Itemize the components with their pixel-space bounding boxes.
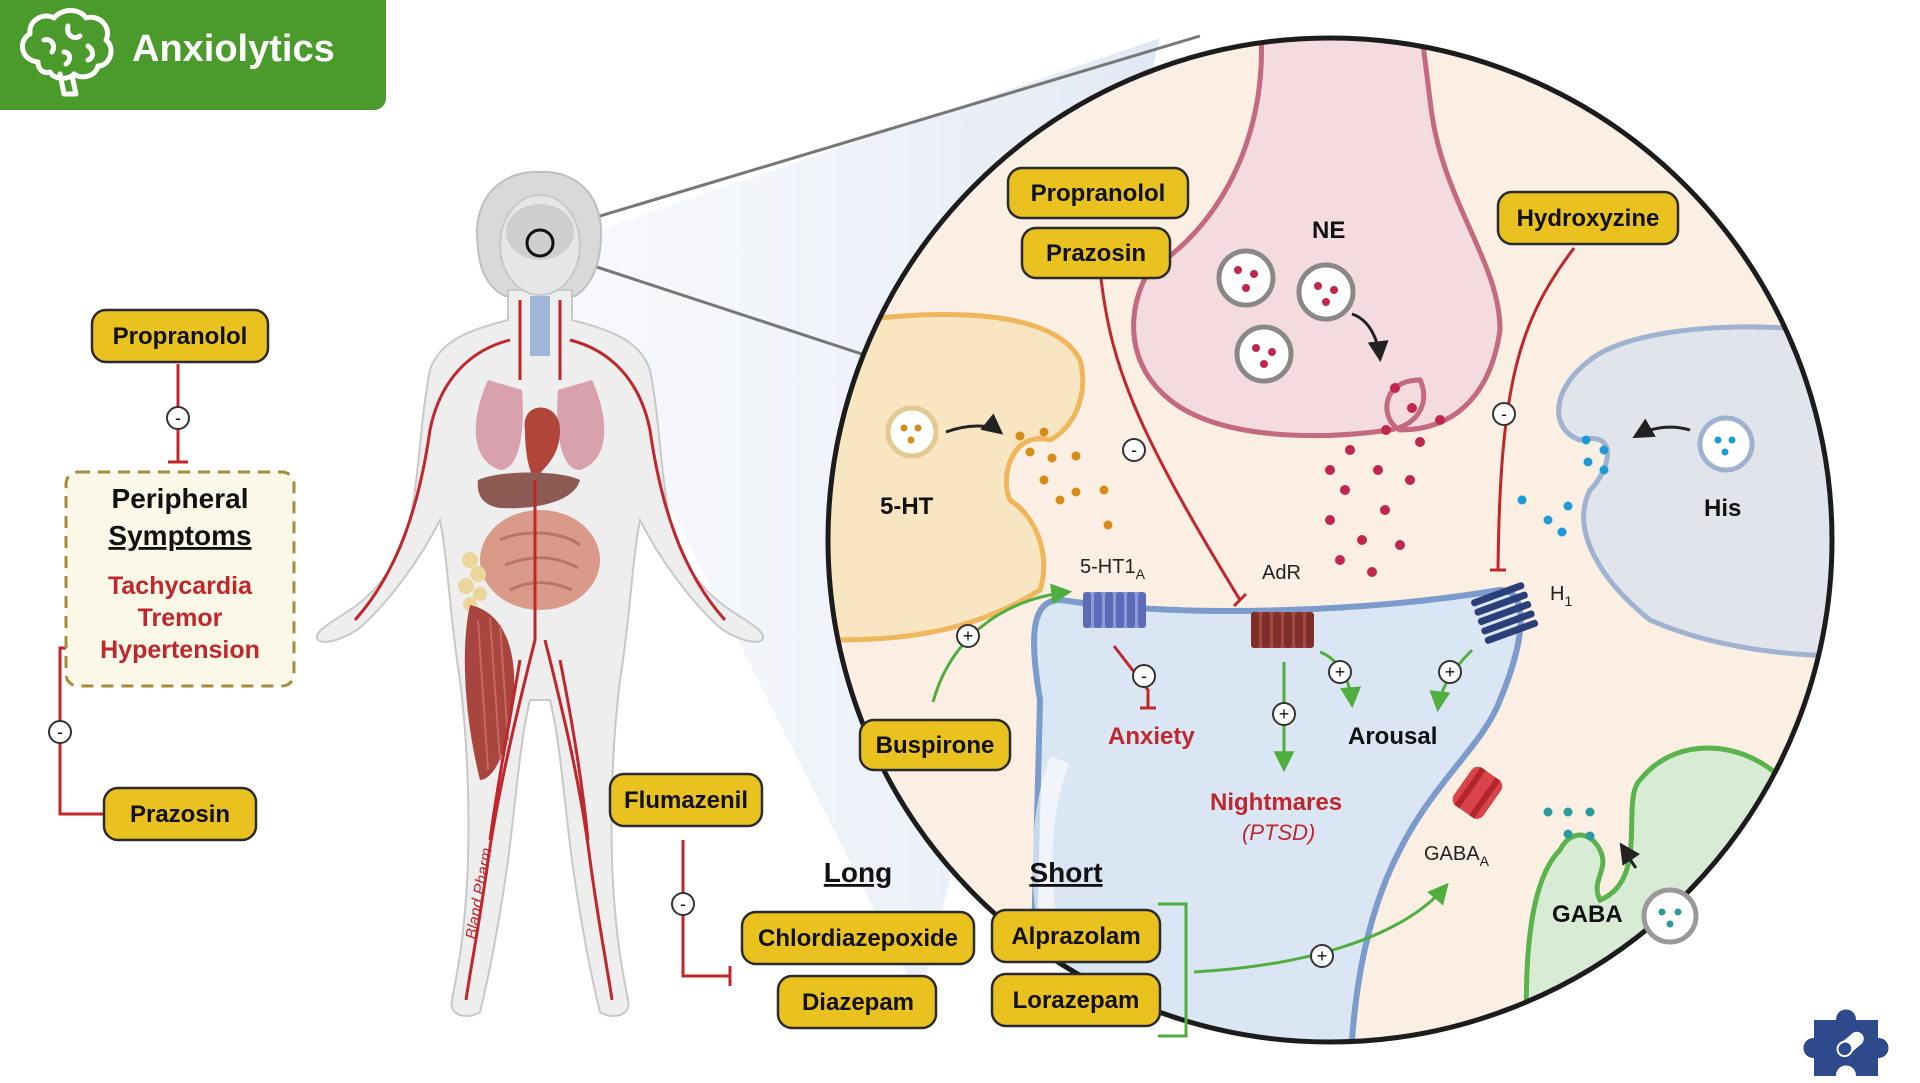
svg-text:GABAA: GABAA bbox=[1424, 843, 1490, 869]
ht1a-label: 5-HT1 bbox=[1080, 556, 1136, 578]
human-body-figure: Bland Pharm bbox=[315, 170, 765, 1017]
zoom-target-circle bbox=[525, 228, 555, 258]
inhibition-lines bbox=[1098, 247, 1576, 710]
gabaa-label: GABA bbox=[1424, 843, 1480, 865]
flumazenil-inhibition bbox=[681, 840, 732, 986]
minus-badge: - bbox=[671, 892, 695, 916]
svg-text:Prazosin: Prazosin bbox=[130, 801, 230, 828]
gabaa-sub: A bbox=[1480, 853, 1490, 869]
zoom-line-top bbox=[539, 34, 1201, 236]
svg-text:Prazosin: Prazosin bbox=[1046, 240, 1146, 267]
minus-badge: - bbox=[1122, 438, 1146, 462]
drug-chlordiazepoxide: Chlordiazepoxide bbox=[740, 910, 976, 966]
drug-lorazepam: Lorazepam bbox=[990, 972, 1162, 1028]
drug-prazosin-left: Prazosin bbox=[102, 786, 258, 842]
ht1a-receptor bbox=[1083, 592, 1146, 628]
svg-text:+: + bbox=[1279, 704, 1290, 724]
svg-text:+: + bbox=[963, 626, 974, 646]
drug-alprazolam: Alprazolam bbox=[990, 908, 1162, 964]
plus-badge: + bbox=[1310, 944, 1334, 968]
symptoms-title: Symptoms bbox=[108, 520, 251, 551]
peripheral-symptoms-box bbox=[64, 470, 296, 688]
ptsd-label: (PTSD) bbox=[1242, 820, 1315, 845]
drug-buspirone: Buspirone bbox=[858, 718, 1012, 772]
symptom-hypertension: Hypertension bbox=[100, 636, 260, 664]
svg-text:-: - bbox=[1141, 666, 1147, 686]
short-header: Short bbox=[1029, 857, 1102, 888]
svg-text:-: - bbox=[1131, 440, 1137, 460]
zoom-line-bottom bbox=[544, 248, 881, 362]
plus-badge: + bbox=[1328, 660, 1352, 684]
svg-text:Buspirone: Buspirone bbox=[876, 732, 995, 759]
ht1a-sub: A bbox=[1136, 566, 1146, 582]
svg-text:Propranolol: Propranolol bbox=[1031, 180, 1166, 207]
arousal-label: Arousal bbox=[1348, 723, 1437, 750]
gaba-label: GABA bbox=[1552, 901, 1623, 928]
h1-sub: 1 bbox=[1564, 593, 1572, 609]
h1-label: H bbox=[1550, 583, 1564, 605]
plus-badge: + bbox=[1272, 702, 1296, 726]
svg-text:Chlordiazepoxide: Chlordiazepoxide bbox=[758, 925, 958, 952]
h1-receptor bbox=[1471, 582, 1539, 644]
svg-text:Propranolol: Propranolol bbox=[113, 323, 248, 350]
minus-badge: - bbox=[1132, 664, 1156, 688]
adr-receptor bbox=[1251, 612, 1314, 648]
synapse-zoom-circle: 5-HT1A AdR H1 GABAA NE 5-HT His GABA Anx… bbox=[825, 35, 1835, 1045]
svg-text:-: - bbox=[680, 894, 686, 914]
svg-text:+: + bbox=[1335, 662, 1346, 682]
symptom-tremor: Tremor bbox=[138, 604, 223, 632]
svg-text:Diazepam: Diazepam bbox=[802, 989, 914, 1016]
peripheral-title: Peripheral bbox=[112, 483, 249, 514]
gaba-molecules bbox=[1543, 807, 1595, 841]
ne-molecules bbox=[1325, 383, 1445, 577]
svg-text:H1: H1 bbox=[1550, 583, 1572, 609]
drug-prazosin-synapse: Prazosin bbox=[1020, 226, 1172, 280]
puzzle-pill-icon bbox=[1803, 1009, 1889, 1076]
minus-badge: - bbox=[166, 406, 190, 430]
svg-text:-: - bbox=[1501, 404, 1507, 424]
page-title: Anxiolytics bbox=[132, 28, 335, 70]
serotonin-neuron bbox=[828, 312, 1086, 643]
anxiety-label: Anxiety bbox=[1108, 723, 1195, 750]
drug-propranolol-synapse: Propranolol bbox=[1006, 166, 1190, 220]
adr-label: AdR bbox=[1262, 562, 1301, 584]
histamine-label: His bbox=[1704, 495, 1741, 522]
plus-badge: + bbox=[956, 624, 980, 648]
svg-text:5-HT1A: 5-HT1A bbox=[1080, 556, 1146, 582]
nightmares-label: Nightmares bbox=[1210, 789, 1342, 816]
brain-icon bbox=[20, 8, 114, 97]
ne-label: NE bbox=[1312, 217, 1345, 244]
svg-text:Lorazepam: Lorazepam bbox=[1013, 987, 1140, 1014]
sign-badges: - - - - - - + + + + + bbox=[48, 402, 1516, 968]
ne-vesicles bbox=[1216, 248, 1356, 384]
header-banner: Anxiolytics bbox=[0, 0, 386, 110]
svg-text:-: - bbox=[175, 408, 181, 428]
svg-text:Hydroxyzine: Hydroxyzine bbox=[1517, 205, 1660, 232]
svg-text:Flumazenil: Flumazenil bbox=[624, 787, 748, 814]
drug-hydroxyzine: Hydroxyzine bbox=[1496, 190, 1680, 246]
svg-text:+: + bbox=[1317, 946, 1328, 966]
drug-diazepam: Diazepam bbox=[776, 974, 938, 1030]
long-header: Long bbox=[824, 857, 892, 888]
svg-text:-: - bbox=[57, 722, 63, 742]
serotonin-molecules bbox=[1015, 427, 1113, 530]
plus-badge: + bbox=[1438, 660, 1462, 684]
symptom-tachycardia: Tachycardia bbox=[108, 572, 253, 600]
drug-propranolol-left: Propranolol bbox=[90, 308, 270, 364]
histamine-molecules bbox=[1517, 435, 1609, 537]
svg-text:+: + bbox=[1445, 662, 1456, 682]
minus-badge: - bbox=[48, 720, 72, 744]
svg-text:Alprazolam: Alprazolam bbox=[1011, 923, 1140, 950]
drug-flumazenil: Flumazenil bbox=[608, 772, 764, 828]
minus-badge: - bbox=[1492, 402, 1516, 426]
short-benzo-bracket bbox=[1158, 902, 1188, 1038]
gabaa-receptor bbox=[1452, 766, 1503, 819]
serotonin-label: 5-HT bbox=[880, 493, 934, 520]
